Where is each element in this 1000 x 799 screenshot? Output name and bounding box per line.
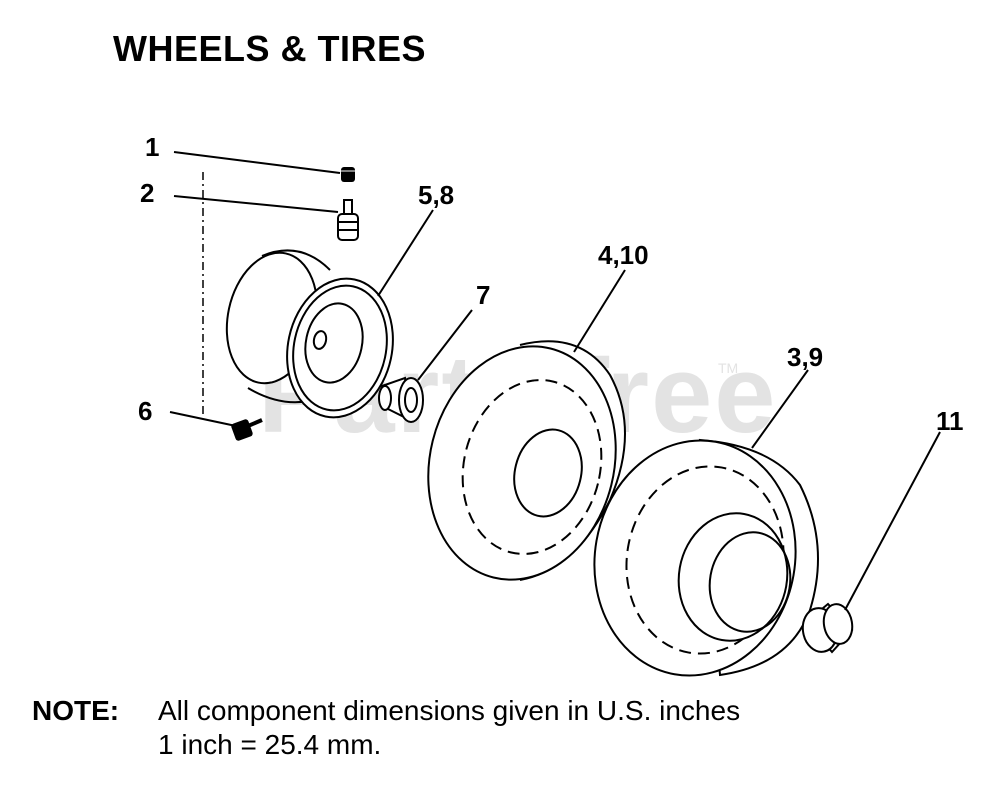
leader-line-7	[417, 309, 473, 381]
callout-4-10: 4,10	[598, 240, 649, 270]
front-tire	[427, 340, 626, 581]
hub-cap	[801, 602, 854, 654]
rear-tire	[593, 438, 819, 677]
callout-5-8: 5,8	[418, 180, 454, 210]
valve-stem	[337, 199, 359, 241]
callout-1: 1	[145, 132, 159, 162]
wheel-rim	[225, 249, 394, 419]
callout-3-9: 3,9	[787, 342, 823, 372]
leader-lines	[169, 151, 941, 611]
callout-7: 7	[476, 280, 490, 310]
leader-line-4-10	[573, 269, 626, 353]
valve-cap	[341, 167, 355, 182]
callout-2: 2	[140, 178, 154, 208]
note-text: All component dimensions given in U.S. i…	[158, 694, 740, 762]
leader-line-6	[169, 411, 237, 427]
note-label: NOTE:	[32, 695, 120, 726]
leader-line-11	[844, 431, 941, 611]
callout-11: 11	[936, 406, 964, 436]
leader-line-1	[173, 151, 341, 174]
leader-line-3-9	[751, 369, 809, 449]
leader-line-2	[173, 195, 339, 213]
callout-6: 6	[138, 396, 152, 426]
diagram-title: WHEELS & TIRES	[113, 28, 427, 69]
wheel-screw	[231, 418, 263, 441]
note-line-2: 1 inch = 25.4 mm.	[158, 729, 382, 760]
leader-line-5-8	[377, 209, 434, 297]
watermark-trademark: TM	[718, 360, 738, 376]
note-line-1: All component dimensions given in U.S. i…	[158, 695, 741, 726]
bushing	[378, 376, 424, 423]
